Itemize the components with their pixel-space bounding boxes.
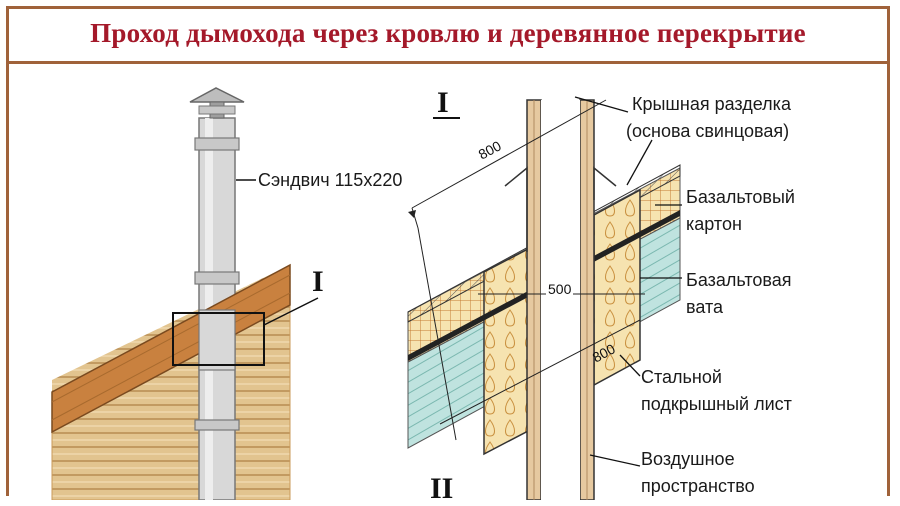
air-space-label-1: Воздушное: [641, 449, 735, 469]
section-i-detail-marker: I: [437, 86, 449, 119]
section-ii-marker: II: [430, 472, 454, 505]
section-i-callout-box: [172, 312, 265, 366]
left-drawing: [51, 87, 319, 500]
insulation-left: [483, 246, 531, 456]
roof-flashing-right: [593, 166, 617, 200]
steel-sheet-label-1: Стальной: [641, 367, 722, 387]
title-bar: Проход дымохода через кровлю и деревянно…: [6, 6, 890, 64]
outer-frame: [6, 6, 890, 496]
section-i-marker: I: [312, 265, 324, 298]
air-space-label-2: пространство: [641, 476, 755, 496]
steel-sheet-label-2: подкрышный лист: [641, 394, 792, 414]
right-drawing: [407, 96, 682, 500]
roof-flashing-left: [504, 166, 528, 252]
chimney-cap: [189, 87, 245, 103]
roof-cut-label-2: (основа свинцовая): [626, 121, 790, 141]
page-title: Проход дымохода через кровлю и деревянно…: [90, 18, 806, 48]
basalt-board-label-2: картон: [686, 214, 742, 234]
basalt-wool-label-1: Базальтовая: [686, 270, 792, 290]
basalt-wool-label-2: вата: [686, 297, 724, 317]
sandwich-label: Сэндвич 115х220: [258, 170, 403, 190]
dimension-middle: 500: [546, 281, 574, 297]
basalt-board-label-1: Базальтовый: [686, 187, 795, 207]
roof-cut-label-1: Крышная разделка: [632, 94, 791, 114]
